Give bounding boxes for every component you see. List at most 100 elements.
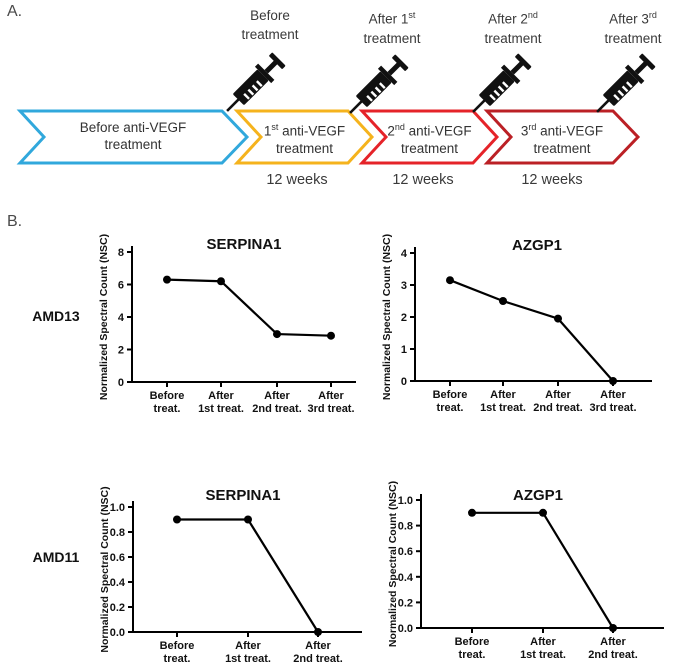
y-axis-label: Normalized Spectral Count (NSC) (99, 486, 111, 652)
data-point (499, 297, 507, 305)
x-tick-label: Before (150, 390, 185, 402)
timeline-phase-arrow (16, 109, 250, 165)
syringe-icon (596, 53, 656, 113)
data-point (273, 330, 281, 339)
syringe-icon (218, 45, 293, 120)
y-tick-label: 0.4 (110, 577, 126, 589)
y-tick-label: 0 (401, 376, 407, 388)
y-tick-label: 3 (401, 280, 407, 292)
series-line (166, 278, 332, 337)
y-axis-label: Normalized Spectral Count (NSC) (387, 481, 399, 647)
x-tick-label: 2nd treat. (588, 649, 638, 661)
x-tick-label: After (600, 636, 626, 648)
data-point (163, 275, 171, 284)
data-point (173, 515, 181, 524)
syringe-icon (588, 46, 663, 121)
x-tick-label: After (235, 640, 261, 652)
x-tick-label: After (305, 640, 331, 652)
x-tick-label: 3rd treat. (589, 402, 636, 414)
y-tick-label: 0.2 (110, 602, 125, 614)
syringe-icon (226, 52, 286, 112)
y-tick-label: 0.6 (398, 546, 413, 558)
y-tick-label: 0.0 (110, 627, 125, 639)
x-tick-label: treat. (164, 653, 191, 665)
y-tick-label: 1.0 (398, 495, 413, 507)
y-tick-label: 0.6 (110, 552, 125, 564)
y-tick-label: 0.4 (398, 572, 414, 584)
y-tick-label: 0.0 (398, 623, 413, 635)
y-tick-label: 4 (401, 248, 408, 260)
y-tick-label: 1 (401, 344, 407, 356)
data-point (244, 515, 252, 524)
syringe-icon (464, 46, 539, 121)
y-tick-label: 0.8 (110, 527, 125, 539)
x-tick-label: treat. (459, 649, 486, 661)
x-tick-label: After (530, 636, 556, 648)
x-tick-label: 1st treat. (480, 402, 526, 414)
row-label-amd13: AMD13 (32, 308, 80, 324)
y-tick-label: 4 (118, 312, 125, 324)
x-tick-label: After (318, 390, 344, 402)
x-tick-label: 1st treat. (198, 403, 244, 415)
data-point (327, 331, 335, 340)
panel-a-label: A. (7, 3, 23, 20)
timeline-phase-arrow (233, 109, 375, 165)
syringe-icon (341, 47, 416, 122)
data-point (217, 277, 225, 286)
data-point (314, 628, 322, 636)
x-tick-label: After (490, 389, 516, 401)
x-tick-label: Before (433, 389, 468, 401)
y-tick-label: 2 (118, 345, 124, 357)
chart-title: AZGP1 (512, 237, 562, 254)
chart-title: AZGP1 (513, 487, 563, 504)
x-tick-label: Before (160, 640, 195, 652)
x-tick-label: After (264, 390, 290, 402)
interval-label: 12 weeks (266, 172, 328, 188)
x-tick-label: 2nd treat. (533, 402, 583, 414)
timeline-phase-arrow (483, 109, 641, 165)
x-tick-label: After (545, 389, 571, 401)
y-tick-label: 0.2 (398, 597, 413, 609)
x-tick-label: 2nd treat. (252, 403, 302, 415)
x-tick-label: treat. (437, 402, 464, 414)
x-tick-label: 2nd treat. (293, 653, 343, 665)
x-tick-label: treat. (154, 403, 181, 415)
chart-title: SERPINA1 (206, 236, 281, 253)
x-tick-label: After (600, 389, 626, 401)
x-tick-label: After (208, 390, 234, 402)
x-tick-label: Before (455, 636, 490, 648)
interval-label: 12 weeks (521, 172, 583, 188)
y-axis-label: Normalized Spectral Count (NSC) (381, 234, 393, 400)
y-tick-label: 2 (401, 312, 407, 324)
x-tick-label: 3rd treat. (307, 403, 354, 415)
chart-title: SERPINA1 (205, 487, 280, 504)
data-point (554, 314, 562, 323)
data-point (446, 276, 454, 285)
data-point (609, 624, 617, 632)
series-line (472, 511, 614, 629)
data-point (468, 508, 476, 517)
series-line (449, 279, 614, 382)
y-tick-label: 0 (118, 377, 124, 389)
interval-label: 12 weeks (392, 172, 454, 188)
y-axis-label: Normalized Spectral Count (NSC) (98, 234, 110, 400)
y-tick-label: 6 (118, 280, 124, 292)
data-point (539, 508, 547, 517)
panel-b-label: B. (7, 213, 23, 230)
data-point (609, 377, 617, 385)
y-tick-label: 1.0 (110, 502, 125, 514)
x-tick-label: 1st treat. (225, 653, 271, 665)
series-line (177, 518, 319, 633)
